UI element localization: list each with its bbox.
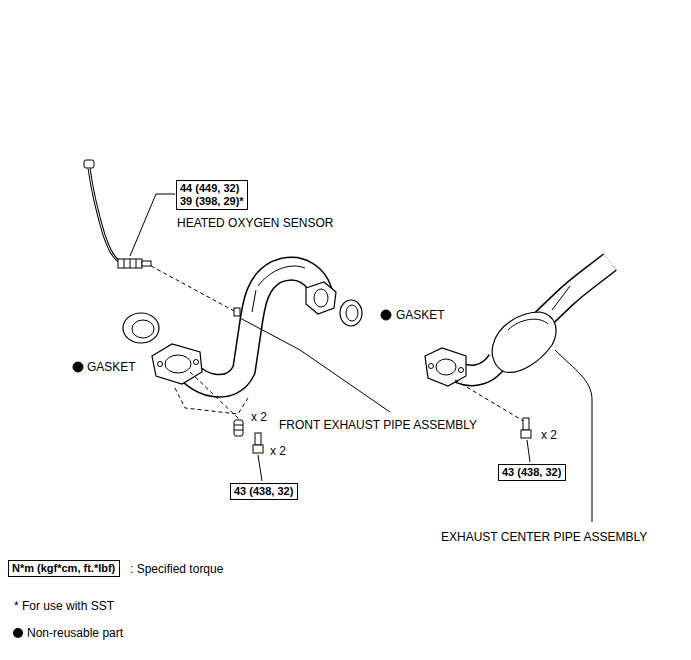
part-label: FRONT EXHAUST PIPE ASSEMBLY [278,418,478,432]
center-exhaust-pipe [425,262,610,522]
legend-text: Non-reusable part [27,626,123,640]
quantity-label: x 2 [269,444,287,458]
torque-value: N*m (kgf*cm, ft.*lbf) [12,562,116,575]
part-label: EXHAUST CENTER PIPE ASSEMBLY [440,530,648,544]
torque-value: 44 (449, 32) [180,182,244,195]
torque-value: 43 (438, 32) [502,466,562,479]
torque-box: 44 (449, 32)39 (398, 29)* [176,180,248,210]
quantity-label: x 2 [250,410,268,424]
torque-legend-box: N*m (kgf*cm, ft.*lbf) [8,560,120,577]
torque-box: 43 (438, 32) [498,464,566,481]
stud-bolt [234,420,263,481]
front-exhaust-pipe [152,266,390,420]
torque-box: 43 (438, 32) [230,483,298,500]
part-label: GASKET [86,360,137,374]
part-label: HEATED OXYGEN SENSOR [176,216,334,230]
legend-note: * For use with SST [13,599,115,613]
torque-value: 43 (438, 32) [234,485,294,498]
part-label: GASKET [395,308,446,322]
legend-note: : Specified torque [129,562,224,576]
torque-value: 39 (398, 29)* [180,195,244,208]
quantity-label: x 2 [540,428,558,442]
legend-dot [13,628,23,638]
bolt [521,418,531,462]
